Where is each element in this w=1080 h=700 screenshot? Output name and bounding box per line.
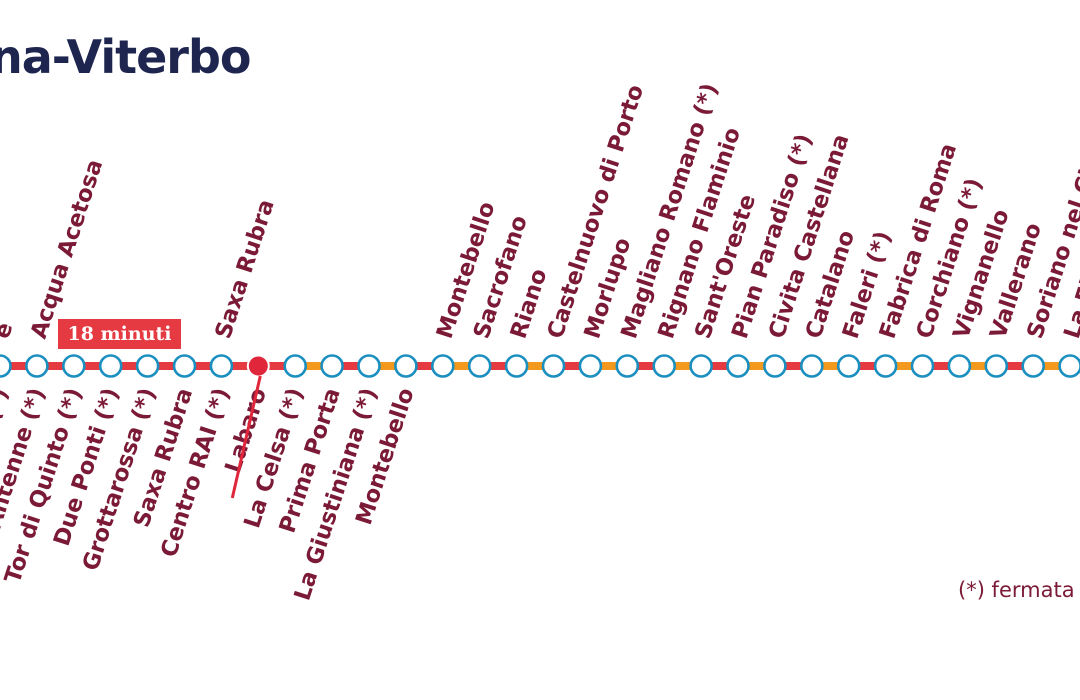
track-dash [822, 362, 839, 370]
station-marker [430, 354, 455, 378]
station-marker [726, 354, 750, 378]
station-marker [394, 354, 418, 378]
station-markers [0, 354, 1080, 378]
travel-time-badge [58, 319, 181, 349]
track-dash [416, 362, 433, 370]
station-marker [320, 354, 344, 378]
station-label-top: Acqua Acetosa [26, 156, 108, 342]
track-line [0, 362, 1080, 370]
station-marker [910, 354, 935, 378]
station-marker [947, 354, 972, 378]
station-marker [689, 354, 713, 378]
station-marker [357, 354, 381, 378]
track-dash [600, 362, 617, 370]
station-marker [135, 354, 160, 378]
track-dash [490, 362, 507, 370]
track-dash [711, 362, 728, 370]
station-marker [799, 354, 824, 378]
current-stop-underline [230, 375, 262, 499]
track-dash [748, 362, 765, 370]
travel-time-label: 18 minuti [67, 323, 172, 345]
station-label-top: Saxa Rubra [210, 196, 279, 342]
line-title: na-Viterbo [0, 30, 251, 84]
track-dash [305, 362, 322, 370]
station-marker [541, 354, 566, 378]
station-marker [0, 354, 12, 378]
current-station-marker [246, 354, 270, 378]
track-dash [896, 362, 912, 370]
station-marker [763, 354, 787, 378]
station-marker [172, 354, 197, 378]
track-dash [268, 362, 285, 370]
station-marker [283, 354, 308, 378]
track-dash [342, 362, 359, 370]
station-marker [25, 354, 49, 378]
station-marker [873, 354, 898, 378]
track-dash [453, 362, 470, 370]
lower-station-labels: Sportivi (*)Monte Antenne (*)Tor di Quin… [0, 375, 420, 616]
track-dash [969, 362, 986, 370]
station-marker [467, 354, 492, 378]
track-dash [564, 362, 580, 370]
track-red-segment [0, 362, 259, 370]
station-marker [1058, 354, 1080, 378]
track-dash [859, 362, 876, 370]
station-marker [98, 354, 123, 378]
station-marker [504, 354, 529, 378]
track-dash [674, 362, 691, 370]
station-marker [578, 354, 603, 378]
station-marker [836, 354, 861, 378]
track-dash [1006, 362, 1023, 370]
station-marker [209, 354, 234, 378]
station-marker [652, 354, 677, 378]
legend-note: (*) fermata [958, 578, 1075, 602]
track-dash [637, 362, 654, 370]
track-dash [379, 362, 396, 370]
track-dash [785, 362, 802, 370]
track-dash [527, 362, 543, 370]
station-label-top: e [0, 319, 18, 342]
station-marker [62, 354, 86, 378]
station-marker [1021, 354, 1045, 378]
track-dash [933, 362, 949, 370]
station-marker [984, 354, 1009, 378]
track-dash [1043, 362, 1060, 370]
station-marker [615, 354, 640, 378]
